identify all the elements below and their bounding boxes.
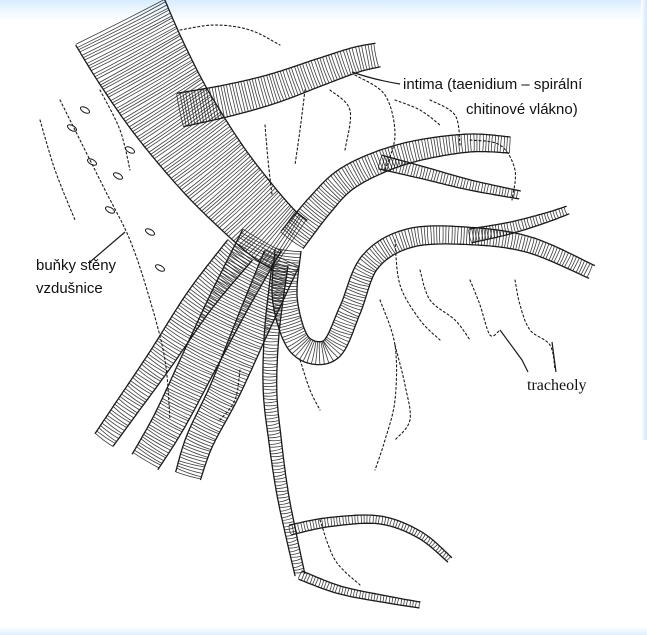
tracheole-17 [180,25,280,45]
label-intima-line1: intima (taenidium – spirální [403,75,582,95]
tracheole-11 [515,280,555,370]
bottom-arc-wall-a [291,523,448,562]
bottom-arc-2-wall-b [302,571,421,602]
right-upper-twig [378,155,521,199]
tracheole-12 [375,300,397,470]
tracheole-1 [265,125,272,195]
cell-membrane-3 [100,90,130,170]
tracheole-4 [355,75,395,170]
label-tracheoles: tracheoly [527,376,587,396]
tracheole-2 [295,90,305,165]
cell-nucleus-3 [112,171,123,180]
tracheole-8 [395,240,440,340]
leader-intima [352,72,400,84]
cell-nucleus-7 [79,105,90,114]
cell-nucleus-4 [104,205,115,214]
tracheole-3 [330,90,351,150]
leader-tracheoles-2 [552,342,556,372]
middle-right-branch [272,225,595,365]
lower-branch-b [176,250,300,480]
cell-nucleus-5 [144,227,155,236]
label-intima-line2: chitinové vlákno) [466,100,578,120]
cell-nucleus-1 [66,123,77,132]
bottom-arc-wall-b [289,515,452,558]
tracheole-9 [420,270,470,340]
bottom-arc [289,514,452,562]
middle-right-fork [469,206,570,243]
tracheole-13 [395,345,410,440]
cell-nucleus-2 [86,157,97,166]
middle-right-branch-rings [272,225,593,365]
tracheole-14 [300,360,320,410]
tracheole-10 [470,280,500,336]
middle-right-fork-rings [469,207,567,242]
bottom-arc-2 [298,571,420,609]
label-cells-line1: buňky stěny [36,256,116,276]
label-cells-line2: vzdušnice [36,279,103,299]
tracheole-5 [395,100,440,125]
tracheole-16 [320,520,360,585]
cell-membrane-2 [40,120,75,220]
bottom-arc-rings [289,514,451,560]
cell-nucleus-6 [154,263,165,272]
leader-tracheoles-1 [500,330,528,372]
